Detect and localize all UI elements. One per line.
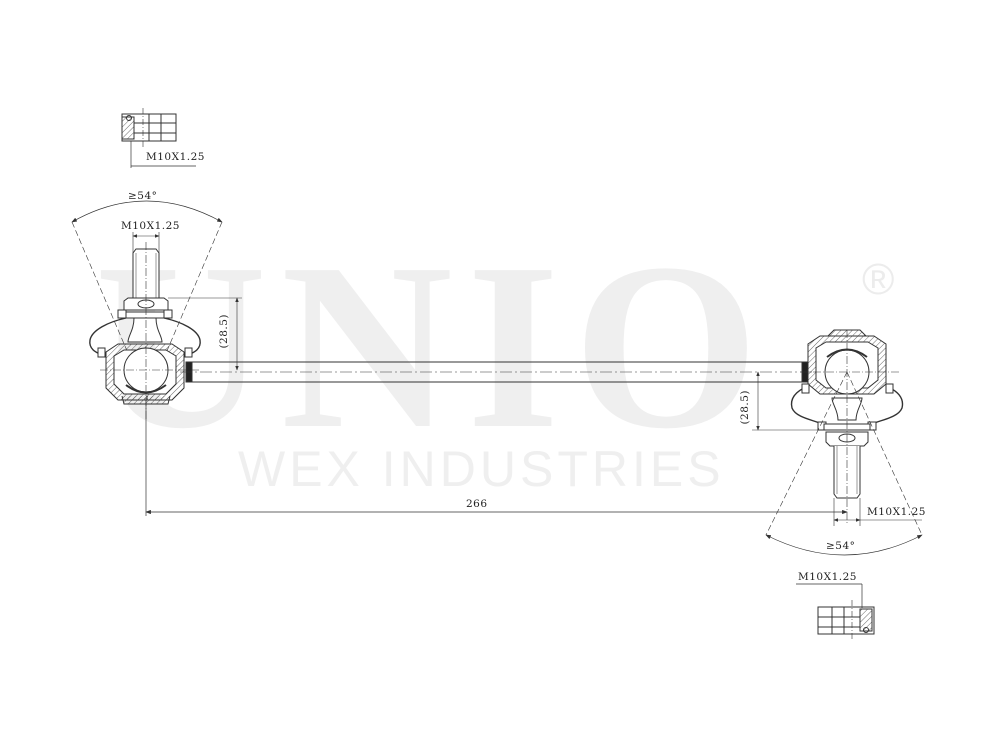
right-ball-joint (765, 329, 923, 556)
left-nut (121, 108, 196, 168)
stabilizer-rod (180, 361, 820, 383)
left-stud-thread-label: M10X1.25 (121, 220, 180, 232)
left-height-offset-label: (28.5) (218, 313, 231, 349)
left-ball-joint (71, 200, 223, 420)
right-nut-thread-label: M10X1.25 (798, 571, 857, 583)
watermark-logo: UNIO (95, 215, 773, 478)
right-swing-angle-label: ≥54° (826, 540, 856, 552)
overall-length-label: 266 (466, 498, 488, 510)
left-swing-angle-label: ≥54° (128, 190, 158, 202)
right-height-offset-label: (28.5) (739, 389, 752, 425)
overall-length-dimension (145, 400, 848, 516)
right-stud-thread-label: M10X1.25 (867, 506, 926, 518)
left-nut-thread-label: M10X1.25 (146, 151, 205, 163)
watermark-subtitle: WEX INDUSTRIES (238, 441, 725, 497)
watermark-registered-mark: ® (862, 255, 895, 304)
right-nut (796, 583, 875, 640)
